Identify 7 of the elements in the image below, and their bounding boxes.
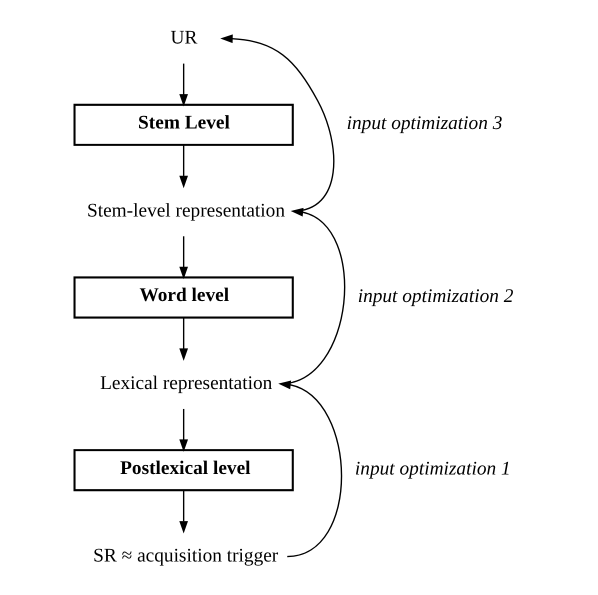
node-text: Lexical representation [100, 372, 272, 394]
edge-label: input optimization 2 [358, 286, 514, 307]
edge-label: input optimization 1 [354, 458, 511, 480]
node-text: Stem-level representation [86, 200, 286, 222]
node-text: SR ≈ acquisition trigger [93, 546, 278, 567]
edge-label: input optimization 3 [346, 113, 502, 134]
node-text: UR [170, 28, 198, 49]
